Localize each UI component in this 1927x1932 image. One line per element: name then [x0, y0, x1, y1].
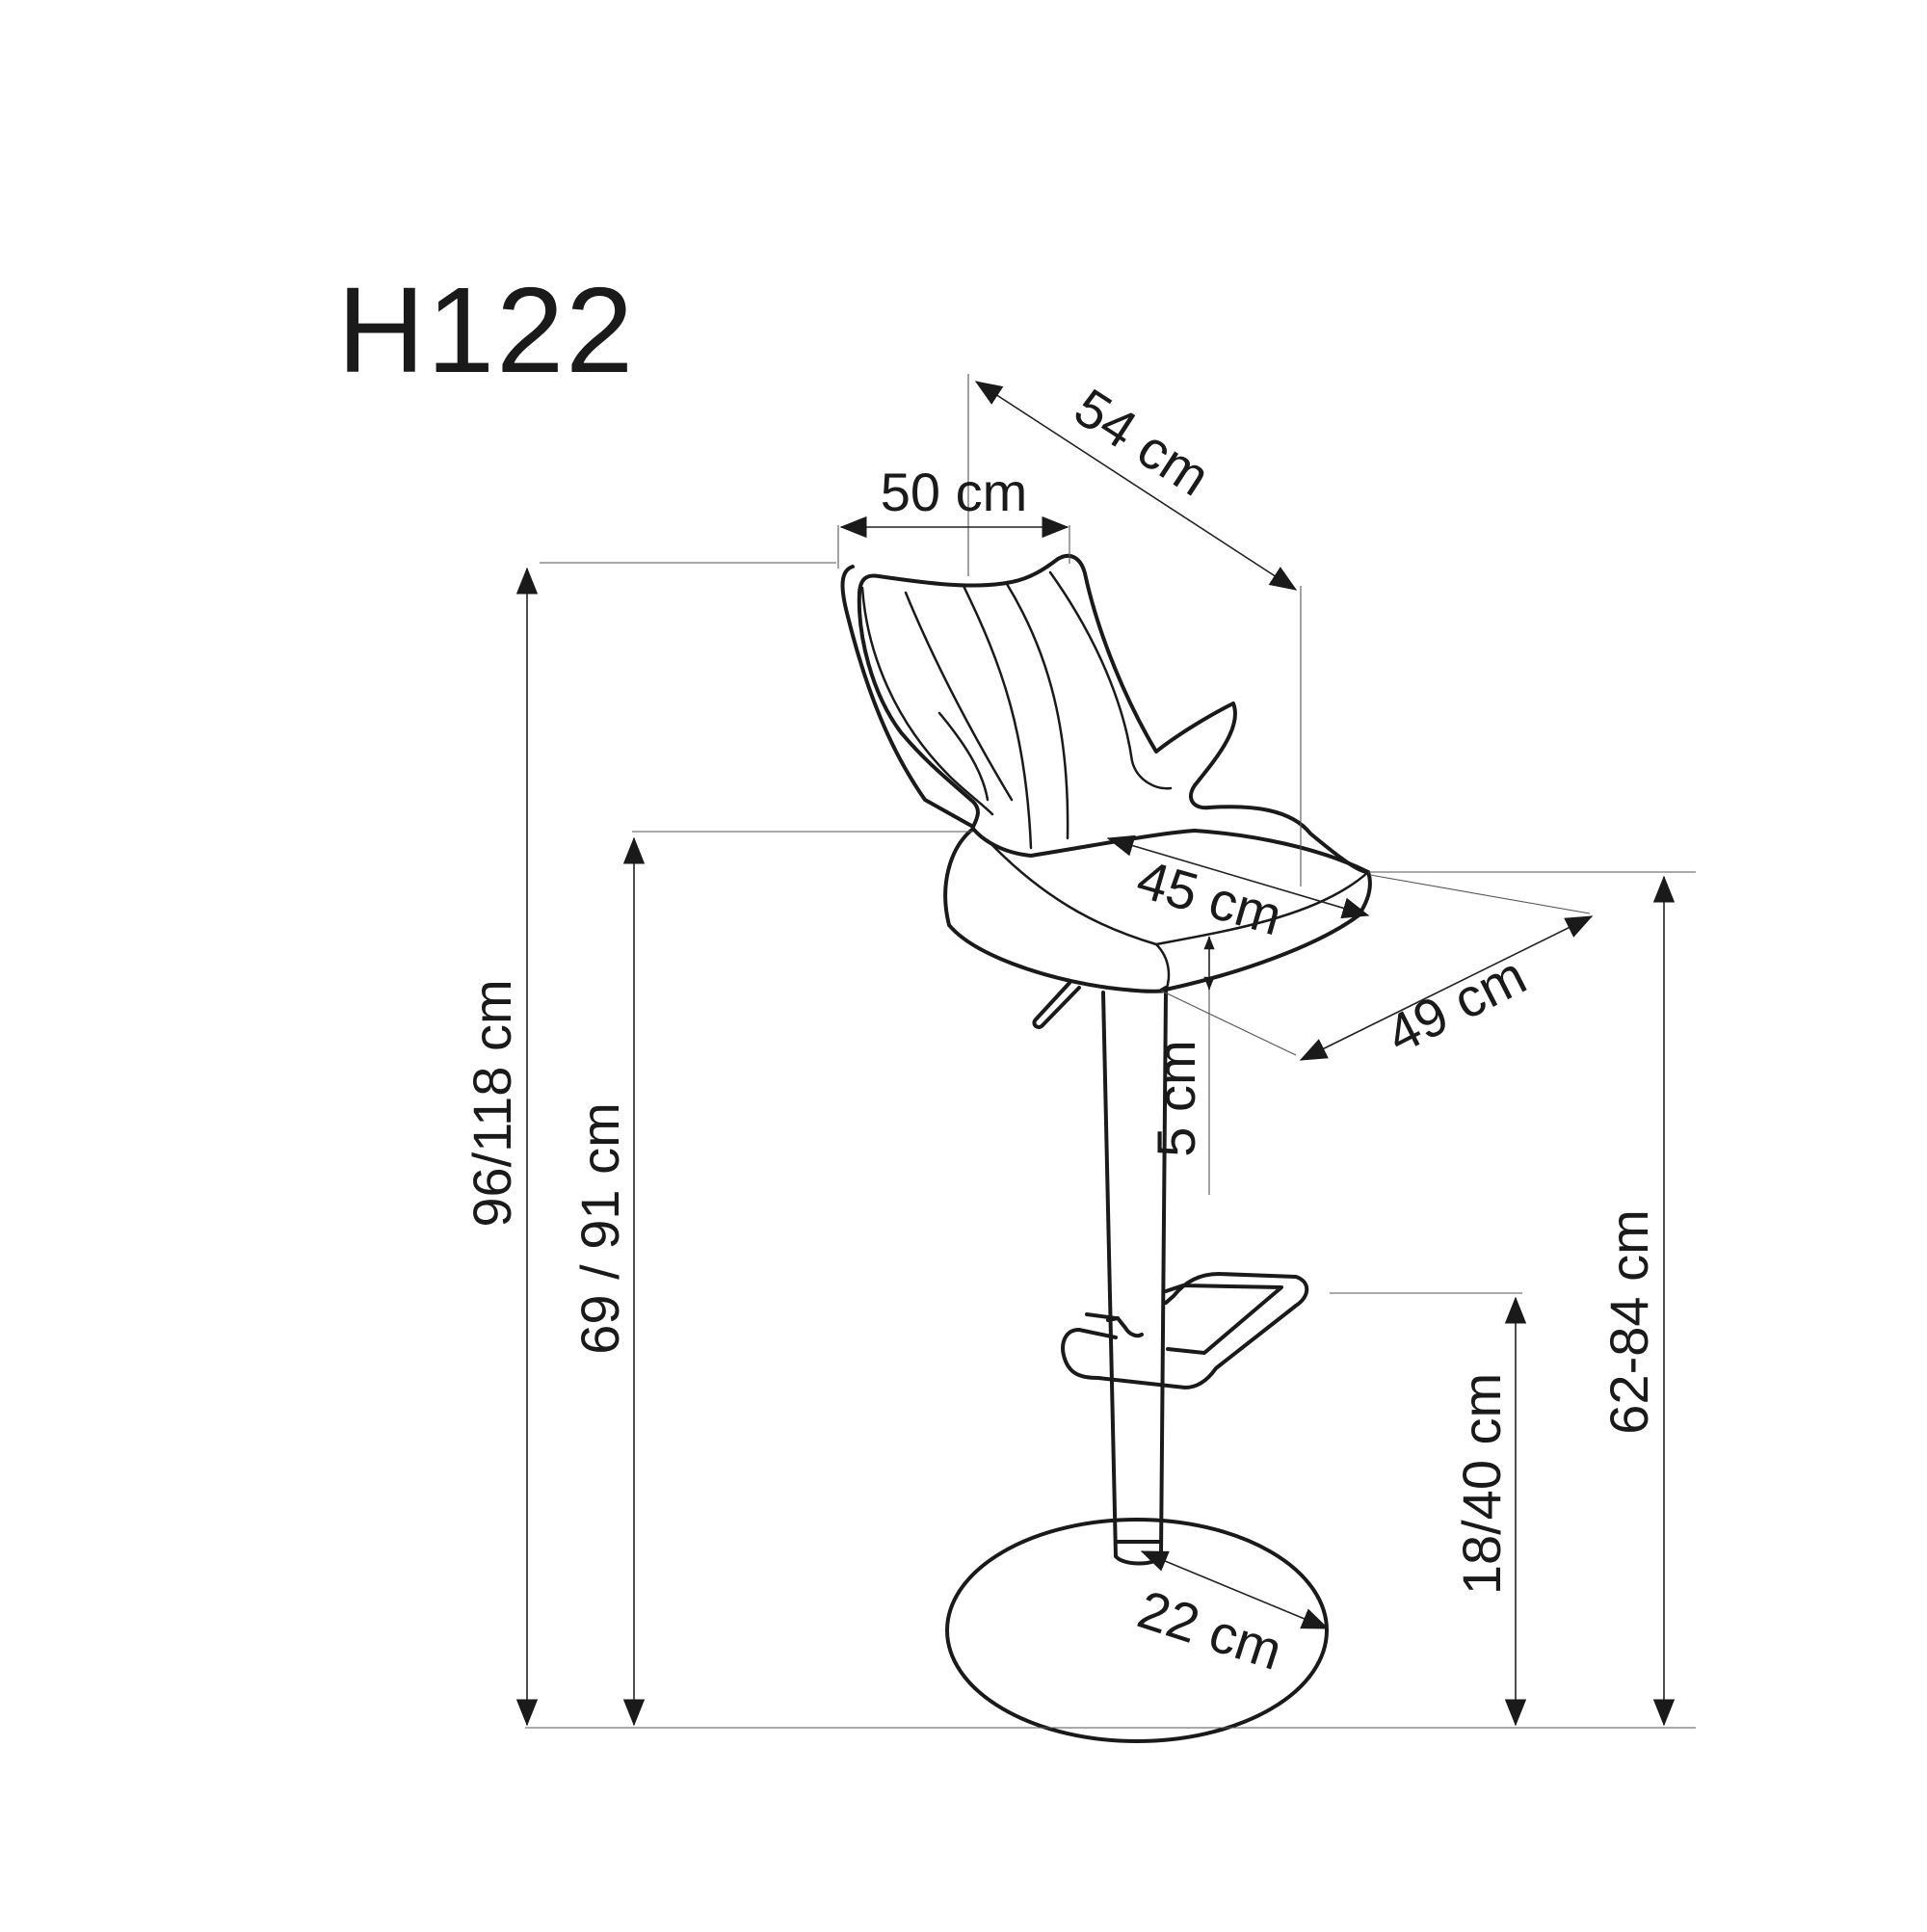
dimension-labels: 50 cm 54 cm 45 cm 49 cm 5 cm 96/118 cm 6…	[462, 377, 1659, 1681]
model-title: H122	[337, 262, 636, 398]
label-seat-thickness: 5 cm	[1146, 1040, 1206, 1156]
backrest-stitch-right	[1005, 582, 1069, 840]
label-total-height: 96/118 cm	[462, 979, 522, 1227]
label-footrest-height: 18/40 cm	[1451, 1373, 1512, 1595]
gas-lever	[1032, 981, 1081, 1029]
backrest-stitch-mid	[962, 584, 1033, 850]
chair-outline	[840, 553, 1372, 1743]
label-depth: 54 cm	[1065, 377, 1221, 508]
backrest-inner	[860, 586, 994, 816]
label-seat-height: 62-84 cm	[1598, 1209, 1659, 1434]
dim-depth-line	[974, 381, 1298, 591]
column-collar	[1114, 1540, 1163, 1566]
side-panel	[937, 711, 990, 802]
label-width: 50 cm	[881, 462, 1028, 522]
footrest	[1061, 1272, 1309, 1389]
dim-seat-width-line	[1106, 834, 1370, 919]
label-seat-depth: 49 cm	[1377, 944, 1535, 1065]
backrest-shell	[840, 553, 1370, 874]
dim-base-line	[1140, 1550, 1330, 1629]
column	[1101, 991, 1168, 1558]
backrest-stitch-left	[904, 591, 1014, 802]
dim-seat-depth-line	[1299, 915, 1594, 1061]
backrest-inner-right	[1048, 570, 1173, 790]
label-arm-height: 69 / 91 cm	[569, 1102, 630, 1354]
extension-lines	[525, 374, 1696, 1729]
footrest-clamp	[1106, 1316, 1144, 1338]
seat-front-seam	[986, 838, 1171, 992]
seat-front	[943, 827, 1168, 993]
label-base: 22 cm	[1131, 1578, 1290, 1681]
label-seat-width: 45 cm	[1130, 848, 1288, 947]
dimension-lines	[515, 381, 1676, 1727]
round-base	[945, 1518, 1329, 1743]
